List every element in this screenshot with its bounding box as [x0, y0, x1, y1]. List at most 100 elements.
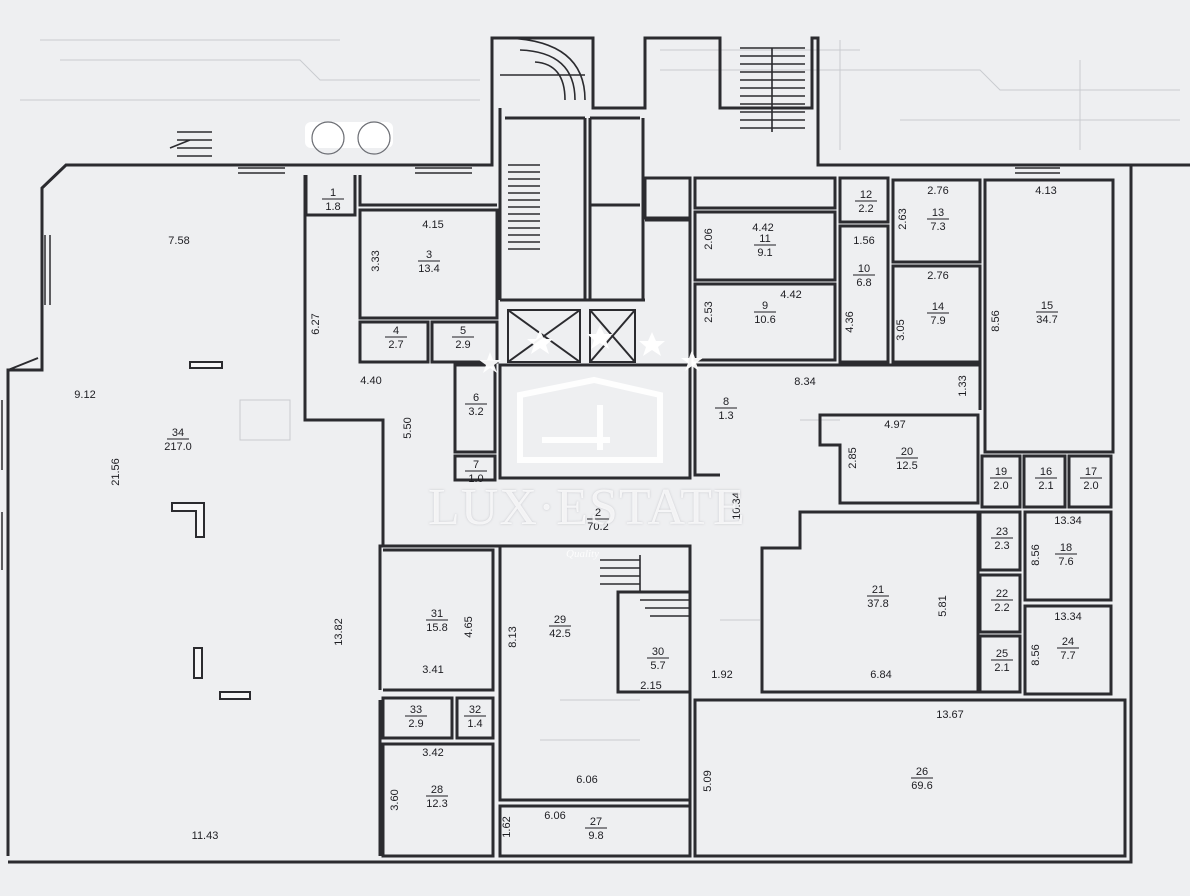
- room-area-33: 2.9: [408, 718, 423, 730]
- dimension-label: 1.56: [853, 235, 874, 247]
- room-area-22: 2.2: [994, 602, 1009, 614]
- room-area-1: 1.8: [325, 201, 340, 213]
- dimension-label: 8.13: [507, 626, 519, 647]
- room-number-2: 2: [595, 507, 601, 519]
- dimension-label: 8.34: [794, 376, 815, 388]
- room-area-13: 7.3: [930, 221, 945, 233]
- room-number-23: 23: [996, 526, 1008, 538]
- room-number-34: 34: [172, 427, 184, 439]
- room-area-10: 6.8: [856, 277, 871, 289]
- room-number-29: 29: [554, 614, 566, 626]
- room-area-14: 7.9: [930, 315, 945, 327]
- room-area-3: 13.4: [418, 263, 439, 275]
- room-number-15: 15: [1041, 300, 1053, 312]
- columns: [171, 361, 251, 700]
- room-number-6: 6: [473, 392, 479, 404]
- room-area-29: 42.5: [549, 628, 570, 640]
- dimension-label: 3.42: [422, 747, 443, 759]
- room-area-5: 2.9: [455, 339, 470, 351]
- dimension-label: 21.56: [110, 458, 122, 486]
- room-area-34: 217.0: [164, 441, 192, 453]
- room-area-18: 7.6: [1058, 556, 1073, 568]
- room-area-25: 2.1: [994, 662, 1009, 674]
- dimension-label: 4.65: [463, 616, 475, 637]
- logo-stars: [479, 325, 703, 373]
- room-number-30: 30: [652, 646, 664, 658]
- dimension-label: 10.34: [731, 492, 743, 520]
- room-number-11: 11: [759, 233, 770, 245]
- dimension-label: 5.09: [702, 770, 714, 791]
- dimension-label: 2.76: [927, 185, 948, 197]
- dimension-label: 4.15: [422, 219, 443, 231]
- room-area-7: 1.0: [468, 473, 483, 485]
- dimension-label: 4.13: [1035, 185, 1056, 197]
- dimension-label: 13.82: [333, 618, 345, 646]
- room-area-11: 9.1: [757, 247, 772, 259]
- room-number-31: 31: [431, 608, 443, 620]
- dimension-label: 4.40: [360, 375, 381, 387]
- room-number-9: 9: [762, 300, 768, 312]
- dimension-label: 13.34: [1054, 611, 1082, 623]
- elevator-shafts: [507, 309, 636, 363]
- room-area-24: 7.7: [1060, 650, 1075, 662]
- dimension-label: 13.34: [1054, 515, 1082, 527]
- walls: [6, 36, 1190, 864]
- room-area-30: 5.7: [650, 660, 665, 672]
- dimension-label: 4.97: [884, 419, 905, 431]
- dimension-labels: 7.589.1221.5613.8211.434.153.336.274.405…: [74, 185, 1081, 842]
- dimension-label: 8.56: [1030, 544, 1042, 565]
- room-number-19: 19: [995, 466, 1007, 478]
- dimension-label: 9.12: [74, 389, 95, 401]
- dimension-label: 5.50: [402, 417, 414, 438]
- room-number-22: 22: [996, 588, 1008, 600]
- room-number-33: 33: [410, 704, 422, 716]
- dimension-label: 8.56: [1030, 644, 1042, 665]
- room-area-15: 34.7: [1036, 314, 1057, 326]
- dimension-label: 1.33: [957, 375, 969, 396]
- room-area-20: 12.5: [896, 460, 917, 472]
- room-number-1: 1: [330, 187, 336, 199]
- dimension-label: 4.36: [844, 311, 856, 332]
- room-area-27: 9.8: [588, 830, 603, 842]
- room-number-17: 17: [1085, 466, 1097, 478]
- stairs: [169, 37, 805, 617]
- dimension-label: 6.84: [870, 669, 891, 681]
- dimension-label: 5.81: [937, 595, 949, 616]
- dimension-label: 1.92: [711, 669, 732, 681]
- room-number-10: 10: [858, 263, 870, 275]
- room-number-13: 13: [932, 207, 944, 219]
- room-number-3: 3: [426, 249, 432, 261]
- dimension-label: 1.62: [501, 816, 513, 837]
- dimension-label: 6.06: [544, 810, 565, 822]
- logo-watermark: [517, 376, 663, 463]
- room-area-21: 37.8: [867, 598, 888, 610]
- room-area-28: 12.3: [426, 798, 447, 810]
- watermark-brand: LUX·ESTATE: [428, 479, 746, 536]
- dimension-label: 13.67: [936, 709, 964, 721]
- room-number-24: 24: [1062, 636, 1074, 648]
- room-number-8: 8: [723, 396, 729, 408]
- room-number-27: 27: [590, 816, 602, 828]
- room-number-5: 5: [460, 325, 466, 337]
- dimension-label: 2.85: [847, 447, 859, 468]
- room-area-31: 15.8: [426, 622, 447, 634]
- room-area-16: 2.1: [1038, 480, 1053, 492]
- room-number-12: 12: [860, 189, 872, 201]
- dimension-label: 2.06: [703, 228, 715, 249]
- room-area-32: 1.4: [467, 718, 482, 730]
- room-number-18: 18: [1060, 542, 1072, 554]
- room-number-21: 21: [872, 584, 884, 596]
- dimension-label: 2.63: [897, 208, 909, 229]
- room-number-16: 16: [1040, 466, 1052, 478]
- dimension-label: 2.53: [703, 301, 715, 322]
- room-number-32: 32: [469, 704, 481, 716]
- dimension-label: 8.56: [990, 310, 1002, 331]
- dimension-label: 4.42: [780, 289, 801, 301]
- room-labels: 11.8270.2313.442.752.963.271.081.3910.61…: [164, 187, 1102, 842]
- dimension-label: 3.33: [370, 250, 382, 271]
- room-area-23: 2.3: [994, 540, 1009, 552]
- room-number-25: 25: [996, 648, 1008, 660]
- dimension-label: 11.43: [192, 830, 219, 842]
- dimension-label: 7.58: [168, 235, 189, 247]
